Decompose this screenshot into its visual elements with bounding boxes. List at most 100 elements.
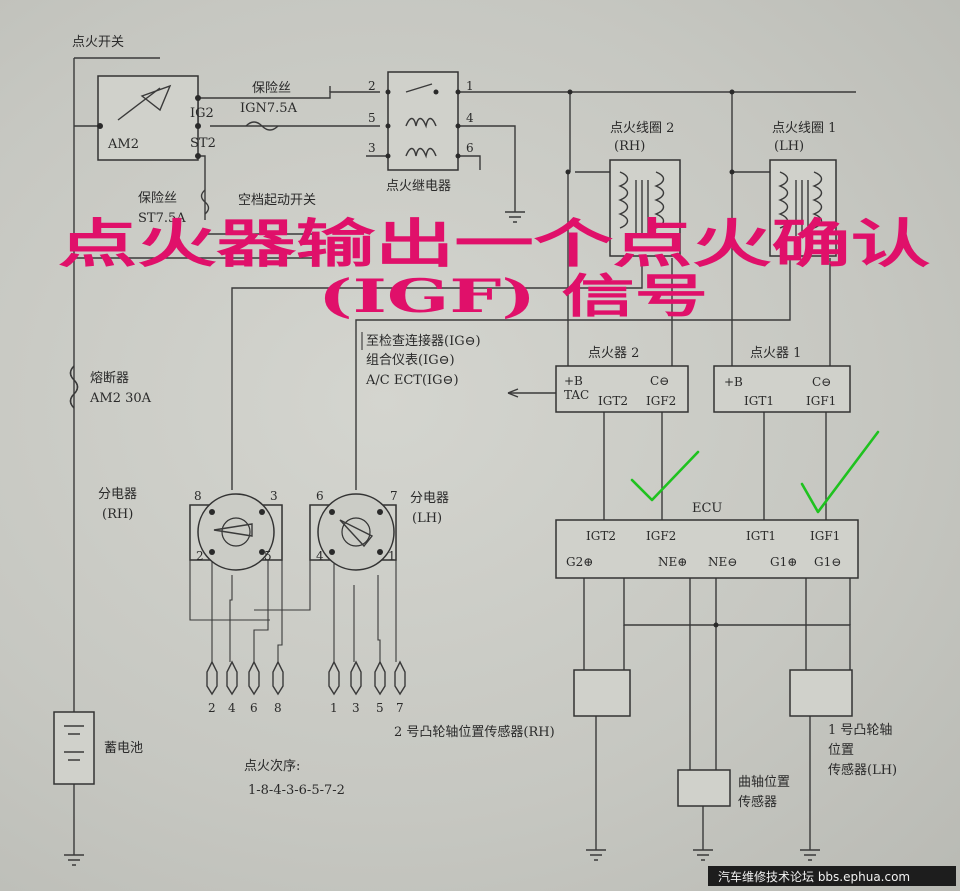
plug-label-8: 8 <box>274 701 282 715</box>
overlay-line1: 点火器输出一个点火确认 <box>58 214 930 275</box>
relay-pin-5: 5 <box>368 111 376 125</box>
forum-watermark-text: 汽车维修技术论坛 bbs.ephua.com <box>718 870 911 884</box>
dist-lh-pin-4: 4 <box>316 549 324 563</box>
ignition-coil-2: 点火线圈 2 (RH) <box>609 121 681 257</box>
ign-fuse-value: IGN7.5A <box>240 101 298 116</box>
spark-plug <box>394 660 406 696</box>
coil2-title: 点火线圈 2 <box>610 121 674 136</box>
spark-plug <box>272 660 284 696</box>
distributor-rh: 8 3 2 5 分电器 (RH) <box>98 487 283 571</box>
plug-label-1: 1 <box>330 701 338 715</box>
check-connector-line1: 至检查连接器(IG⊖) <box>366 333 481 349</box>
check-mark-icon <box>800 430 880 514</box>
ecu-pin-g1m: G1⊖ <box>814 555 841 569</box>
dist-lh-title: 分电器 <box>410 491 449 506</box>
ecu-label: ECU <box>692 501 722 516</box>
plug-label-7: 7 <box>396 701 404 715</box>
ecu-pin-igt2: IGT2 <box>586 529 616 543</box>
ecu-pin-igt1: IGT1 <box>746 529 776 543</box>
igniter-1: 点火器 1 +B C⊖ IGT1 IGF1 <box>713 346 851 413</box>
crank-sensor: 曲轴位置 传感器 <box>677 769 790 810</box>
coil2-side: (RH) <box>614 139 645 154</box>
check-connector-notes: 至检查连接器(IG⊖) 组合仪表(IG⊖) A/C ECT(IG⊖) <box>361 332 519 398</box>
st2-label: ST2 <box>190 136 216 151</box>
plug-label-3: 3 <box>352 701 360 715</box>
dist-lh-pin-1: 1 <box>388 549 396 563</box>
dist-rh-pin-2: 2 <box>196 549 204 563</box>
st-fuse-title: 保险丝 <box>138 191 177 206</box>
battery-label: 蓄电池 <box>104 741 143 756</box>
am2-label: AM2 <box>107 137 139 152</box>
ignition-switch: 点火开关 AM2 IG2 ST2 <box>72 35 216 161</box>
ecu-pin-igf1: IGF1 <box>810 529 840 543</box>
ign-fuse: 保险丝 IGN7.5A <box>240 81 298 131</box>
dist-lh-pin-7: 7 <box>390 489 398 503</box>
dist-rh-side: (RH) <box>102 507 133 522</box>
plug-label-2: 2 <box>208 701 216 715</box>
spark-plug <box>226 660 238 696</box>
plug-label-5: 5 <box>376 701 384 715</box>
cam-sensor-1-line3: 传感器(LH) <box>828 762 897 778</box>
cam-sensor-1: 1 号凸轮轴 位置 传感器(LH) <box>789 669 897 778</box>
igniter2-pin-b: +B <box>564 374 583 388</box>
plug-label-4: 4 <box>228 701 236 715</box>
ecu-pin-nep: NE⊕ <box>658 555 687 569</box>
crank-sensor-line2: 传感器 <box>738 794 777 810</box>
spark-plug <box>350 660 362 696</box>
igniter2-pin-c: C⊖ <box>650 374 669 388</box>
ecu-pin-nem: NE⊖ <box>708 555 737 569</box>
relay-pin-3: 3 <box>368 141 376 155</box>
ig2-label: IG2 <box>190 106 214 121</box>
dist-lh-pin-6: 6 <box>316 489 324 503</box>
igniter2-pin-tac: TAC <box>564 388 589 402</box>
dist-lh-side: (LH) <box>412 511 442 526</box>
relay-pin-1: 1 <box>466 79 474 93</box>
igniter1-pin-igt1: IGT1 <box>744 394 774 408</box>
ign-fuse-title: 保险丝 <box>252 81 291 96</box>
wires <box>73 57 856 855</box>
fusible-link: 熔断器 AM2 30A <box>69 365 152 409</box>
relay-pin-4: 4 <box>466 111 474 125</box>
spark-plugs: 2 4 6 8 1 3 5 7 <box>206 660 406 715</box>
cam-sensor-1-line2: 位置 <box>828 743 854 758</box>
ignition-relay-label: 点火继电器 <box>386 179 451 194</box>
dist-rh-pin-5: 5 <box>264 549 272 563</box>
overlay-line2: (IGF) 信号 <box>318 269 708 323</box>
spark-plug <box>374 660 386 696</box>
igniter1-title: 点火器 1 <box>750 346 801 361</box>
dist-rh-pin-8: 8 <box>194 489 202 503</box>
igniter2-title: 点火器 2 <box>588 346 639 361</box>
neutral-start-switch-label: 空档起动开关 <box>238 193 316 208</box>
ecu: ECU IGT2 IGF2 IGT1 IGF1 G2⊕ NE⊕ NE⊖ G1⊕ … <box>555 501 859 579</box>
firing-order-title: 点火次序: <box>244 758 300 774</box>
spark-plug <box>328 660 340 696</box>
coil1-side: (LH) <box>774 139 804 154</box>
fusible-link-value: AM2 30A <box>89 391 152 406</box>
check-connector-line3: A/C ECT(IG⊖) <box>365 373 459 388</box>
igniter1-pin-b: +B <box>724 375 743 389</box>
firing-order-value: 1-8-4-3-6-5-7-2 <box>248 783 345 798</box>
ecu-pin-g1p: G1⊕ <box>770 555 797 569</box>
forum-watermark: 汽车维修技术论坛 bbs.ephua.com <box>708 866 956 886</box>
spark-plug <box>248 660 260 696</box>
igniter2-pin-igf2: IGF2 <box>646 394 676 408</box>
fusible-link-title: 熔断器 <box>90 371 129 386</box>
relay-pin-6: 6 <box>466 141 474 155</box>
relay-pin-2: 2 <box>368 79 376 93</box>
coil1-title: 点火线圈 1 <box>772 121 836 136</box>
ignition-switch-label: 点火开关 <box>72 35 124 50</box>
plug-label-6: 6 <box>250 701 258 715</box>
crank-sensor-line1: 曲轴位置 <box>738 775 790 790</box>
spark-plug <box>206 660 218 696</box>
check-mark-icon <box>630 450 700 502</box>
ecu-pin-g2p: G2⊕ <box>566 555 593 569</box>
cam-sensor-2-label: 2 号凸轮轴位置传感器(RH) <box>394 724 555 740</box>
ecu-pin-igf2: IGF2 <box>646 529 676 543</box>
grounds <box>586 849 820 861</box>
dist-rh-pin-3: 3 <box>270 489 278 503</box>
cam-sensor-2: 2 号凸轮轴位置传感器(RH) <box>394 669 631 740</box>
st-fuse: 保险丝 ST7.5A 空档起动开关 <box>138 189 316 237</box>
ignition-relay: 2 5 3 1 4 6 点火继电器 <box>368 71 525 223</box>
